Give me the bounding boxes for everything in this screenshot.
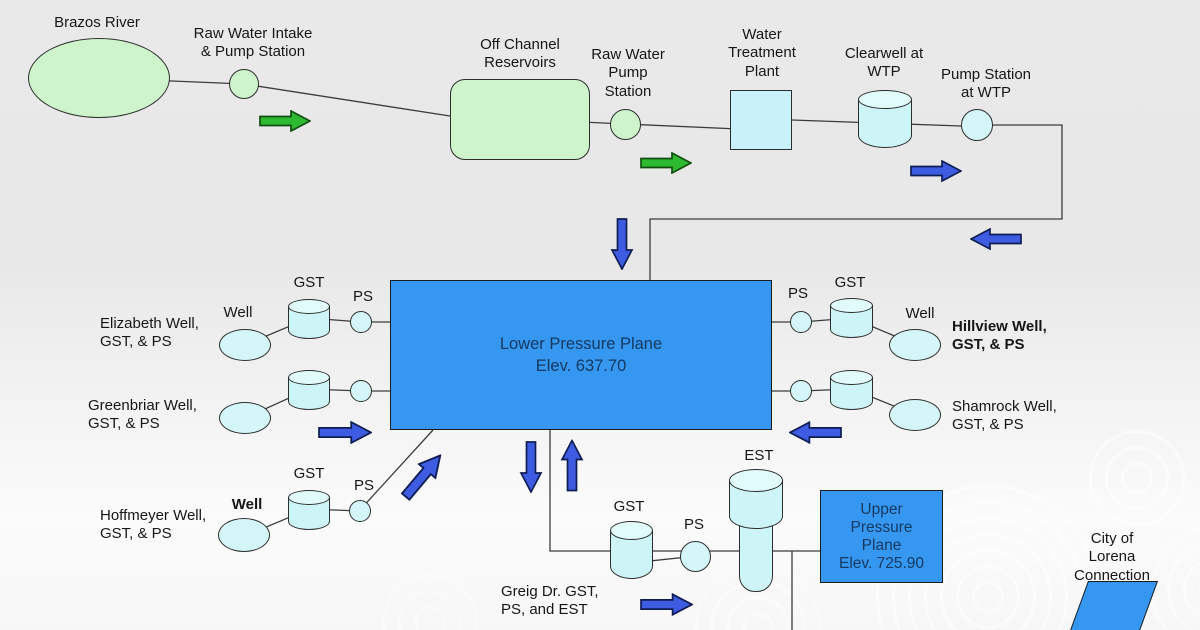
pump-station-at-wtp-label: Pump Station at WTP: [940, 66, 1032, 102]
water-treatment-plant-label: Water Treatment Plant: [728, 26, 796, 80]
ripple-decoration: [1081, 422, 1193, 534]
off-channel-reservoirs-node: [450, 79, 590, 160]
shamrock-well-ellipse: [889, 399, 941, 431]
blue-flow-arrow-left: [970, 228, 1022, 250]
greenbriar-gst-tank: [288, 370, 330, 410]
lower-pressure-plane-title: Lower Pressure Plane: [499, 334, 663, 353]
hoffmeyer-well-ellipse: [218, 518, 270, 552]
hillview-well-label: Hillview Well, GST, & PS: [952, 318, 1047, 354]
green-flow-arrow-right: [259, 110, 311, 132]
raw-water-intake-node: [229, 69, 259, 99]
gst-label: GST: [834, 274, 866, 291]
green-flow-arrow-right: [640, 152, 692, 174]
lower-pressure-plane-elevation: Elev. 637.70: [535, 356, 627, 375]
ps-label: PS: [683, 516, 705, 533]
shamrock-gst-tank: [830, 370, 873, 410]
brazos-river-label: Brazos River: [54, 14, 140, 31]
off-channel-reservoirs-label: Off Channel Reservoirs: [480, 36, 560, 72]
upper-pressure-plane-text: Upper Pressure Plane Elev. 725.90: [838, 500, 925, 572]
elizabeth-ps-node: [350, 311, 372, 333]
greig-est-tank-bowl: [729, 469, 783, 529]
ps-label: PS: [352, 288, 374, 305]
blue-flow-arrow-right: [910, 160, 962, 182]
ps-label: PS: [353, 477, 375, 494]
blue-flow-arrow-down: [610, 218, 634, 270]
greenbriar-well-ellipse: [219, 402, 271, 434]
water-treatment-plant-node: [730, 90, 792, 150]
raw-water-pump-station-node: [610, 109, 641, 140]
hillview-ps-node: [790, 311, 812, 333]
well-label: Well: [231, 496, 263, 513]
blue-flow-arrow-right: [640, 593, 693, 616]
gst-label: GST: [293, 274, 325, 291]
est-label: EST: [744, 447, 774, 464]
clearwell-label: Clearwell at WTP: [844, 45, 924, 81]
well-label: Well: [905, 305, 935, 322]
gst-label: GST: [293, 465, 325, 482]
upper-pressure-plane-box: Upper Pressure Plane Elev. 725.90: [820, 490, 943, 583]
elizabeth-gst-tank: [288, 299, 330, 339]
clearwell-tank: [858, 90, 912, 148]
raw-water-intake-label: Raw Water Intake & Pump Station: [193, 25, 313, 61]
hillview-well-ellipse: [889, 329, 941, 361]
shamrock-well-label: Shamrock Well, GST, & PS: [952, 398, 1057, 434]
greenbriar-ps-node: [350, 380, 372, 402]
blue-flow-arrow-up: [561, 440, 584, 492]
hoffmeyer-well-label: Hoffmeyer Well, GST, & PS: [100, 507, 207, 543]
brazos-river-ellipse: [28, 38, 170, 118]
pump-station-at-wtp-node: [961, 109, 993, 141]
greenbriar-well-label: Greenbriar Well, GST, & PS: [88, 397, 197, 433]
raw-water-pump-station-label: Raw Water Pump Station: [591, 46, 665, 100]
shamrock-ps-node: [790, 380, 812, 402]
city-of-lorena-label: City of Lorena Connection: [1074, 530, 1150, 584]
elizabeth-well-label: Elizabeth Well, GST, & PS: [100, 315, 199, 351]
blue-flow-arrow-right: [318, 421, 372, 444]
hillview-gst-tank: [830, 298, 873, 338]
elizabeth-well-ellipse: [219, 329, 271, 361]
greig-gst-tank: [610, 521, 653, 579]
blue-flow-arrow-left: [789, 421, 842, 444]
well-label: Well: [223, 304, 253, 321]
greig-dr-label: Greig Dr. GST, PS, and EST: [501, 583, 599, 619]
hoffmeyer-gst-tank: [288, 490, 330, 530]
gst-label: GST: [613, 498, 645, 515]
ps-label: PS: [787, 285, 809, 302]
hoffmeyer-ps-node: [349, 500, 371, 522]
lower-pressure-plane-box: Lower Pressure Plane Elev. 637.70: [390, 280, 772, 430]
greig-ps-node: [680, 541, 711, 572]
blue-flow-arrow-down: [519, 441, 543, 493]
